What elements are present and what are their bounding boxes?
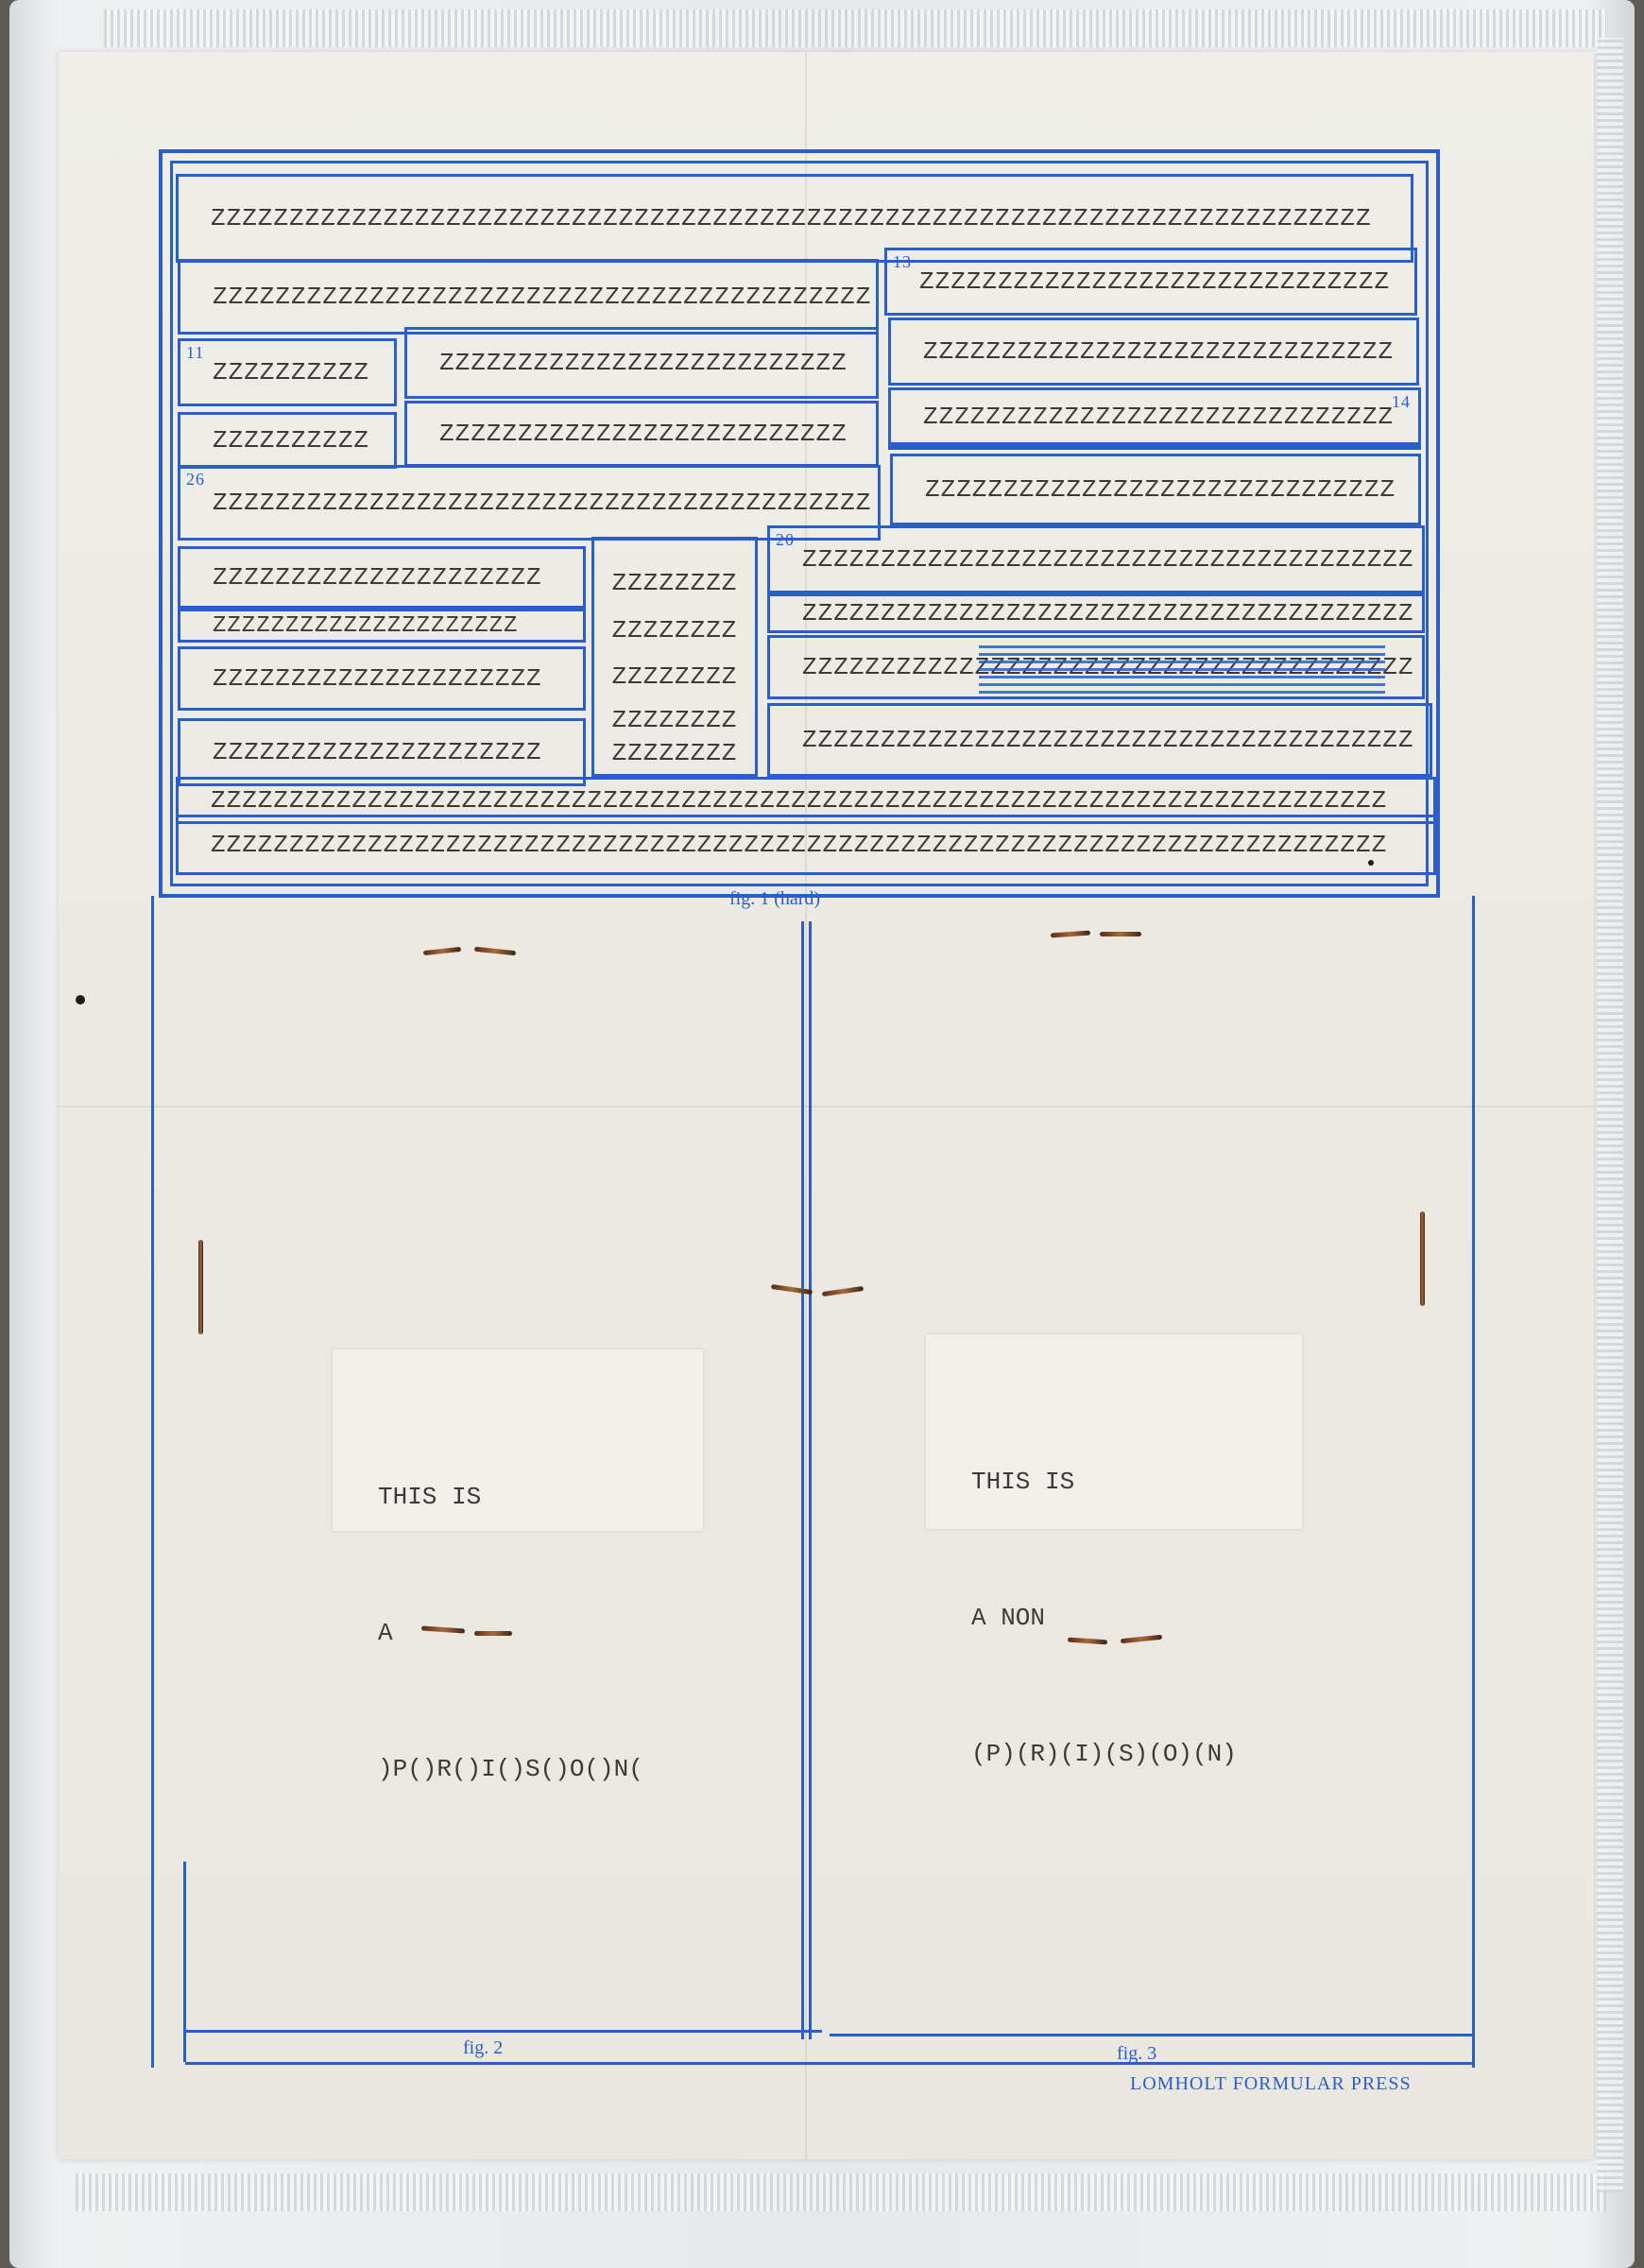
frame-bottom-edge bbox=[185, 2062, 1475, 2065]
publisher-imprint: LOMHOLT FORMULAR PRESS bbox=[1130, 2073, 1412, 2094]
form-row-3-right: ZZZZZZZZZZZZZZZZZZZZZZZZZZZZZZ bbox=[888, 318, 1419, 386]
grid-left-2: ZZZZZZZZZZZZZZZZZZZZZ bbox=[178, 609, 586, 643]
label-non-prison: THIS IS A NON (P)(R)(I)(S)(O)(N) bbox=[926, 1334, 1302, 1768]
grid-left-4-text: ZZZZZZZZZZZZZZZZZZZZZ bbox=[213, 738, 542, 766]
fold-line-horizontal bbox=[59, 1106, 1594, 1108]
field-number-13: 13 bbox=[893, 252, 912, 271]
form-field-13: 13 ZZZZZZZZZZZZZZZZZZZZZZZZZZZZZZ bbox=[884, 248, 1417, 316]
grid-mid-4-text: ZZZZZZZZ bbox=[611, 706, 738, 734]
form-row-4-middle: ZZZZZZZZZZZZZZZZZZZZZZZZZZ bbox=[404, 401, 879, 467]
form-row-4-a: ZZZZZZZZZZ bbox=[178, 412, 397, 469]
grid-mid-1-text: ZZZZZZZZ bbox=[611, 569, 738, 597]
staple-left-margin bbox=[198, 1240, 203, 1334]
form-row-5-right: ZZZZZZZZZZZZZZZZZZZZZZZZZZZZZZ bbox=[890, 454, 1421, 525]
grid-middle-column bbox=[591, 537, 758, 777]
field-number-14: 14 bbox=[1392, 392, 1411, 411]
form-row-3-right-text: ZZZZZZZZZZZZZZZZZZZZZZZZZZZZZZ bbox=[923, 337, 1395, 366]
fig3-bottom-line bbox=[830, 2034, 1472, 2036]
form-field-14: 14 ZZZZZZZZZZZZZZZZZZZZZZZZZZZZZZ bbox=[888, 387, 1421, 450]
grid-right-4: ZZZZZZZZZZZZZZZZZZZZZZZZZZZZZZZZZZZZZZZ bbox=[767, 703, 1432, 777]
grid-left-2-text: ZZZZZZZZZZZZZZZZZZZZZ bbox=[213, 612, 519, 639]
fig2-left-line bbox=[183, 1862, 186, 2062]
caption-fig-3: fig. 3 bbox=[1117, 2043, 1157, 2064]
grid-mid-4: ZZZZZZZZ bbox=[594, 701, 755, 739]
ink-dot-left bbox=[76, 995, 85, 1005]
form-field-20: 20 ZZZZZZZZZZZZZZZZZZZZZZZZZZZZZZZZZZZZZ… bbox=[767, 525, 1425, 593]
caption-fig-2: fig. 2 bbox=[463, 2037, 504, 2058]
sleeve-ridge-right bbox=[1597, 38, 1623, 2192]
fold-line-vertical bbox=[805, 52, 807, 2159]
grid-mid-2-text: ZZZZZZZZ bbox=[611, 616, 738, 644]
form-bottom-row-2: ZZZZZZZZZZZZZZZZZZZZZZZZZZZZZZZZZZZZZZZZ… bbox=[176, 815, 1436, 875]
form-bottom-row-1: ZZZZZZZZZZZZZZZZZZZZZZZZZZZZZZZZZZZZZZZZ… bbox=[176, 777, 1436, 824]
label-prison-line-1: THIS IS bbox=[378, 1483, 482, 1511]
form-field-11: 11 ZZZZZZZZZZ bbox=[178, 338, 397, 406]
field-number-11: 11 bbox=[186, 343, 205, 362]
label-prison: THIS IS A )P()R()I()S()O()N( bbox=[333, 1349, 703, 1783]
label-prison-line-3: )P()R()I()S()O()N( bbox=[378, 1755, 643, 1783]
grid-mid-3: ZZZZZZZZ bbox=[594, 652, 755, 701]
sleeve-ridge-top bbox=[104, 9, 1606, 47]
form-inner-border bbox=[170, 161, 1429, 886]
form-row-4-middle-text: ZZZZZZZZZZZZZZZZZZZZZZZZZZ bbox=[439, 420, 848, 448]
grid-right-4-text: ZZZZZZZZZZZZZZZZZZZZZZZZZZZZZZZZZZZZZZZ bbox=[802, 726, 1414, 754]
field-number-20: 20 bbox=[776, 530, 795, 549]
grid-mid-5-text: ZZZZZZZZ bbox=[611, 739, 738, 767]
grid-left-1-text: ZZZZZZZZZZZZZZZZZZZZZ bbox=[213, 563, 542, 592]
sleeve-ridge-bottom bbox=[76, 2174, 1606, 2211]
grid-right-2-text: ZZZZZZZZZZZZZZZZZZZZZZZZZZZZZZZZZZZZZZZ bbox=[802, 599, 1414, 627]
grid-right-2: ZZZZZZZZZZZZZZZZZZZZZZZZZZZZZZZZZZZZZZZ bbox=[767, 593, 1425, 633]
form-field-13-text: ZZZZZZZZZZZZZZZZZZZZZZZZZZZZZZ bbox=[919, 267, 1391, 296]
hatched-overprint bbox=[979, 641, 1385, 694]
form-bottom-row-1-text: ZZZZZZZZZZZZZZZZZZZZZZZZZZZZZZZZZZZZZZZZ… bbox=[211, 786, 1388, 815]
form-row-1-text: ZZZZZZZZZZZZZZZZZZZZZZZZZZZZZZZZZZZZZZZZ… bbox=[211, 204, 1372, 232]
grid-mid-2: ZZZZZZZZ bbox=[594, 609, 755, 652]
frame-left-edge bbox=[151, 896, 154, 2068]
frame-right-edge bbox=[1472, 896, 1475, 2068]
grid-mid-1: ZZZZZZZZ bbox=[594, 559, 755, 607]
form-row-2-left-text: ZZZZZZZZZZZZZZZZZZZZZZZZZZZZZZZZZZZZZZZZ… bbox=[213, 283, 872, 311]
grid-left-3-text: ZZZZZZZZZZZZZZZZZZZZZ bbox=[213, 664, 542, 693]
form-outer-border bbox=[159, 149, 1440, 898]
grid-left-1: ZZZZZZZZZZZZZZZZZZZZZ bbox=[178, 546, 586, 609]
fig2-bottom-line bbox=[185, 2030, 822, 2033]
ink-dot-form bbox=[1368, 860, 1374, 866]
grid-left-3: ZZZZZZZZZZZZZZZZZZZZZ bbox=[178, 646, 586, 711]
caption-fig-1: fig. 1 (hard) bbox=[729, 888, 821, 909]
field-number-26: 26 bbox=[186, 470, 205, 489]
form-row-3-middle: ZZZZZZZZZZZZZZZZZZZZZZZZZZ bbox=[404, 327, 879, 399]
label-non-prison-line-2: A NON bbox=[971, 1604, 1046, 1632]
form-field-26-text: ZZZZZZZZZZZZZZZZZZZZZZZZZZZZZZZZZZZZZZZZ… bbox=[213, 489, 872, 517]
grid-mid-3-text: ZZZZZZZZ bbox=[611, 662, 738, 691]
form-row-2-left: ZZZZZZZZZZZZZZZZZZZZZZZZZZZZZZZZZZZZZZZZ… bbox=[178, 259, 879, 335]
form-row-3-middle-text: ZZZZZZZZZZZZZZZZZZZZZZZZZZ bbox=[439, 349, 848, 377]
staple-bottom-left-b bbox=[474, 1631, 512, 1636]
form-row-5-right-text: ZZZZZZZZZZZZZZZZZZZZZZZZZZZZZZ bbox=[925, 475, 1396, 504]
label-non-prison-line-1: THIS IS bbox=[971, 1468, 1075, 1496]
staple-top-right-b bbox=[1100, 932, 1141, 936]
form-field-26: 26 ZZZZZZZZZZZZZZZZZZZZZZZZZZZZZZZZZZZZZ… bbox=[178, 465, 881, 541]
form-field-11-text: ZZZZZZZZZZ bbox=[213, 358, 370, 387]
staple-right-margin bbox=[1420, 1211, 1425, 1306]
label-non-prison-line-3: (P)(R)(I)(S)(O)(N) bbox=[971, 1740, 1237, 1768]
form-field-14-text: ZZZZZZZZZZZZZZZZZZZZZZZZZZZZZZ bbox=[923, 402, 1395, 431]
form-row-4-a-text: ZZZZZZZZZZ bbox=[213, 426, 370, 455]
label-prison-line-2: A bbox=[378, 1619, 393, 1647]
form-bottom-row-2-text: ZZZZZZZZZZZZZZZZZZZZZZZZZZZZZZZZZZZZZZZZ… bbox=[211, 831, 1388, 859]
fig-divider-right bbox=[809, 921, 812, 2039]
grid-mid-5: ZZZZZZZZ bbox=[594, 733, 755, 773]
form-field-20-text: ZZZZZZZZZZZZZZZZZZZZZZZZZZZZZZZZZZZZZZZ bbox=[802, 545, 1414, 574]
grid-left-4: ZZZZZZZZZZZZZZZZZZZZZ bbox=[178, 718, 586, 786]
fig-divider-left bbox=[801, 921, 804, 2039]
